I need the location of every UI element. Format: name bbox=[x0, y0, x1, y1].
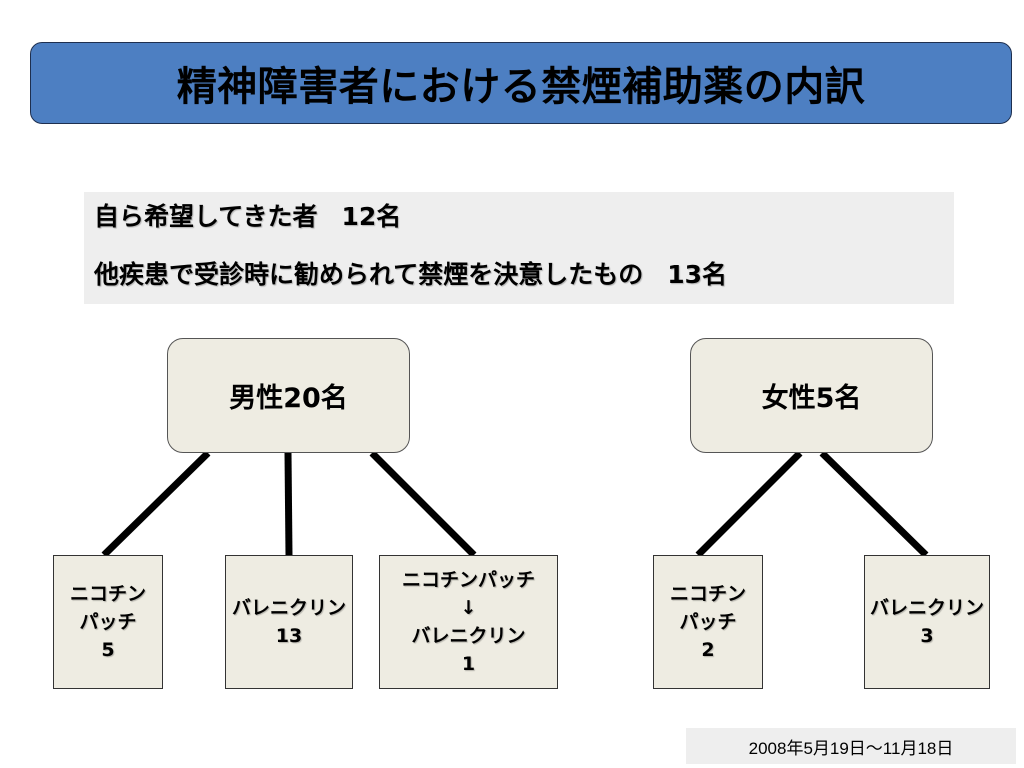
connector-male-varenicline bbox=[284, 452, 293, 556]
page-title: 精神障害者における禁煙補助薬の内訳 bbox=[176, 64, 866, 110]
leaf-male-nicotine-line1: ニコチン bbox=[69, 583, 146, 605]
group-female-label: 女性5名 bbox=[761, 383, 862, 414]
leaf-female-nicotine-line2: パッチ bbox=[679, 611, 737, 633]
group-male: 男性20名 bbox=[167, 338, 410, 453]
leaf-male-switch-line2: バレニクリン bbox=[411, 625, 526, 647]
connector-male-switch bbox=[369, 450, 477, 558]
leaf-male-switch-line1: ニコチンパッチ bbox=[401, 569, 535, 591]
info-line-1-count: 12名 bbox=[341, 202, 402, 231]
leaf-female-varenicline: バレニクリン 3 bbox=[864, 555, 990, 689]
leaf-male-switch-arrow: ↓ bbox=[460, 597, 477, 619]
leaf-male-nicotine-count: 5 bbox=[101, 639, 115, 661]
leaf-female-nicotine-line1: ニコチン bbox=[669, 583, 746, 605]
info-line-2-text: 他疾患で受診時に勧められて禁煙を決意したもの bbox=[94, 260, 644, 289]
info-box: 自ら希望してきた者 12名 他疾患で受診時に勧められて禁煙を決意したもの 13名 bbox=[84, 192, 954, 304]
group-female: 女性5名 bbox=[690, 338, 933, 453]
leaf-female-nicotine-patch: ニコチン パッチ 2 bbox=[653, 555, 763, 689]
leaf-male-varenicline: バレニクリン 13 bbox=[225, 555, 353, 689]
leaf-male-nicotine-line2: パッチ bbox=[79, 611, 137, 633]
title-banner: 精神障害者における禁煙補助薬の内訳 bbox=[30, 42, 1012, 124]
leaf-male-nicotine-patch: ニコチン パッチ 5 bbox=[53, 555, 163, 689]
leaf-female-nicotine-count: 2 bbox=[701, 639, 715, 661]
info-line-self-referred: 自ら希望してきた者 12名 bbox=[94, 202, 954, 232]
leaf-male-varenicline-count: 13 bbox=[275, 625, 303, 647]
info-line-1-text: 自ら希望してきた者 bbox=[94, 202, 318, 231]
leaf-male-switch: ニコチンパッチ ↓ バレニクリン 1 bbox=[379, 555, 558, 689]
connector-female-nicotine bbox=[695, 450, 803, 558]
connector-female-varenicline bbox=[819, 450, 929, 558]
connector-male-nicotine bbox=[101, 450, 211, 558]
leaf-male-switch-count: 1 bbox=[461, 653, 476, 675]
info-line-recommended: 他疾患で受診時に勧められて禁煙を決意したもの 13名 bbox=[94, 260, 954, 290]
leaf-female-varenicline-count: 3 bbox=[920, 625, 934, 647]
leaf-female-varenicline-line1: バレニクリン bbox=[869, 597, 984, 619]
group-male-label: 男性20名 bbox=[229, 383, 348, 414]
date-range: 2008年5月19日～11月18日 bbox=[686, 728, 1016, 764]
info-line-2-count: 13名 bbox=[667, 260, 728, 289]
leaf-male-varenicline-line1: バレニクリン bbox=[231, 597, 346, 619]
